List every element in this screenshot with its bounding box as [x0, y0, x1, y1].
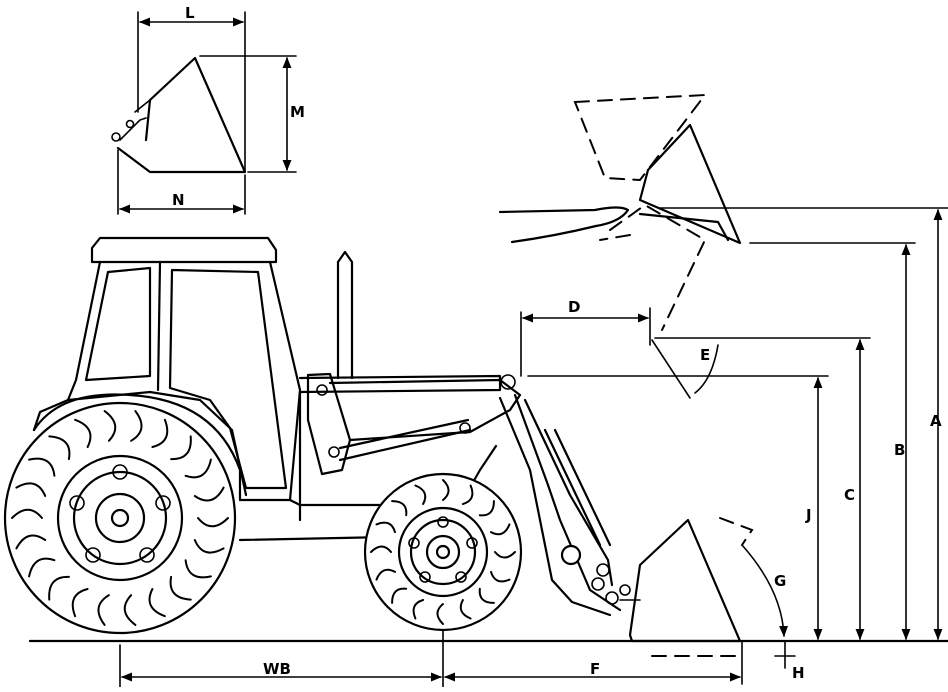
rear-tire-tread	[28, 557, 56, 578]
rear-tire-tread	[71, 588, 89, 618]
label-B: B	[894, 441, 905, 459]
front-tire-tread	[490, 523, 511, 536]
rear-tire-tread	[28, 457, 56, 477]
front-tire-tread	[478, 500, 495, 517]
label-A: A	[930, 412, 942, 430]
front-tire-tread	[391, 587, 408, 604]
front-tire-tread	[459, 599, 472, 620]
rear-fender	[32, 393, 242, 502]
label-J: J	[805, 506, 812, 524]
rear-tire-tread	[15, 482, 47, 497]
raised-bucket-positions	[498, 93, 742, 331]
front-tire-tread	[490, 570, 511, 583]
rear-tire-tread	[170, 435, 192, 461]
rear-tire-tread	[197, 517, 229, 528]
rear-tire-tread	[48, 575, 70, 601]
reach-dump-angle	[520, 307, 719, 399]
rear-tire-tread	[103, 410, 117, 442]
front-tire-tread	[414, 484, 427, 505]
label-M: M	[290, 103, 305, 121]
label-WB: WB	[263, 660, 291, 678]
label-E: E	[700, 346, 710, 364]
label-C: C	[844, 486, 855, 504]
front-tire-tread	[391, 500, 408, 517]
bucket-detail	[111, 11, 297, 215]
rear-tire-tread	[151, 418, 169, 448]
label-D: D	[568, 298, 580, 316]
rear-tire-tread	[193, 539, 225, 554]
rear-tire-tread	[184, 458, 212, 479]
rear-tire-tread	[123, 594, 137, 626]
label-N: N	[172, 191, 185, 209]
label-F: F	[590, 660, 600, 678]
rear-tire-tread	[15, 534, 47, 550]
rear-tire-tread	[193, 486, 225, 502]
label-H: H	[792, 664, 805, 682]
label-L: L	[185, 4, 195, 22]
front-tire-tread	[461, 484, 474, 505]
rear-tire-tread	[148, 588, 166, 618]
rear-tire-tread	[130, 410, 143, 442]
front-tire-tread	[436, 603, 444, 625]
rear-tire-tread	[48, 435, 71, 461]
tractor-body	[32, 236, 742, 643]
rear-tire-tread	[74, 418, 92, 448]
rear-wheel	[3, 401, 237, 635]
front-tire-tread	[375, 521, 396, 534]
front-tire-tread	[370, 545, 392, 553]
front-tire-tread	[412, 599, 425, 620]
rear-tire-tread	[184, 559, 212, 579]
rear-tire-tread	[11, 508, 43, 519]
front-tire-tread	[494, 551, 516, 559]
front-wheel	[363, 472, 523, 632]
rear-tire-tread	[169, 575, 192, 601]
rear-tire-tread	[97, 594, 110, 626]
front-tire-tread	[375, 568, 396, 581]
front-tire-tread	[442, 479, 450, 501]
height-dimensions	[527, 207, 948, 641]
label-G: G	[774, 572, 786, 590]
front-tire-tread	[478, 587, 495, 604]
